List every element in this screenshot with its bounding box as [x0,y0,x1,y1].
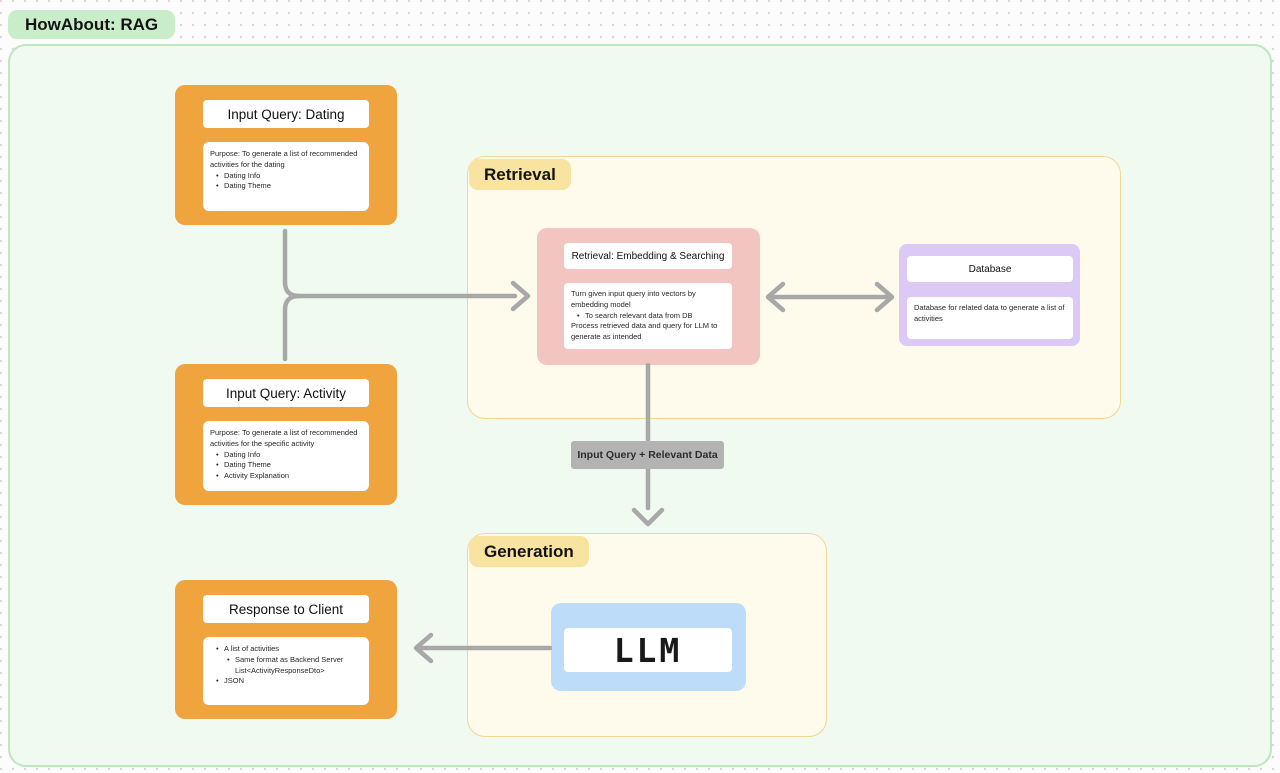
node-body-line: Process retrieved data and query for LLM… [571,321,718,342]
node-input-query-activity[interactable]: Input Query: Activity Purpose: To genera… [175,364,397,505]
section-retrieval[interactable]: Retrieval Retrieval: Embedding & Searchi… [467,156,1121,419]
generation-section-pill[interactable]: Generation [469,536,589,567]
list-item: Dating Info [210,171,362,182]
list-subitem: Same format as Backend Server [210,655,362,666]
node-body-list: Dating Info Dating Theme Activity Explan… [210,450,362,482]
node-body: A list of activities Same format as Back… [203,637,369,705]
node-title: Retrieval: Embedding & Searching [564,243,732,269]
node-body-line: Database for related data to generate a … [914,303,1065,323]
node-title: LLM [564,628,732,672]
node-title-text: Database [968,263,1012,275]
node-body-list: A list of activities Same format as Back… [210,644,362,687]
node-title: Input Query: Activity [203,379,369,407]
list-subitem-continuation: List<ActivityResponseDto> [235,665,325,675]
node-body-intro: Purpose: To generate a list of recommend… [210,428,358,448]
node-title-text: Response to Client [228,601,344,617]
node-title-text: Retrieval: Embedding & Searching [571,250,725,262]
canvas-title: HowAbout: RAG [25,14,159,34]
list-item: Dating Theme [210,181,362,192]
node-body: Database for related data to generate a … [907,297,1073,339]
list-item: JSON [210,676,362,687]
node-response-to-client[interactable]: Response to Client A list of activities … [175,580,397,719]
node-body: Purpose: To generate a list of recommend… [203,421,369,491]
llm-label-text: LLM [613,630,683,670]
retrieval-section-pill[interactable]: Retrieval [469,159,571,190]
list-item: Dating Theme [210,460,362,471]
node-title: Response to Client [203,595,369,623]
list-item: Activity Explanation [210,471,362,482]
flow-label-input-query-relevant-data[interactable]: Input Query + Relevant Data [571,441,724,469]
list-item: To search relevant data from DB [571,311,725,322]
node-retrieval-embedding-searching[interactable]: Retrieval: Embedding & Searching Turn gi… [537,228,760,365]
node-body: Turn given input query into vectors by e… [564,283,732,349]
node-title-text: Input Query: Activity [225,385,347,401]
node-title-text: Input Query: Dating [227,106,345,122]
list-item: A list of activities [210,644,362,655]
node-title: Database [907,256,1073,282]
node-body: Purpose: To generate a list of recommend… [203,142,369,211]
node-body-intro: Purpose: To generate a list of recommend… [210,149,358,169]
flow-label-text: Input Query + Relevant Data [577,449,718,461]
list-item: Dating Info [210,450,362,461]
node-body-line: Turn given input query into vectors by e… [571,289,696,309]
section-generation[interactable]: Generation LLM [467,533,827,737]
node-database[interactable]: Database Database for related data to ge… [899,244,1080,346]
node-title: Input Query: Dating [203,100,369,128]
node-input-query-dating[interactable]: Input Query: Dating Purpose: To generate… [175,85,397,225]
generation-section-label: Generation [484,541,574,561]
canvas-title-pill[interactable]: HowAbout: RAG [8,10,176,39]
retrieval-section-label: Retrieval [484,164,556,184]
node-body-list: Dating Info Dating Theme [210,171,362,193]
node-body-list: To search relevant data from DB [571,311,725,322]
node-llm[interactable]: LLM [551,603,746,691]
